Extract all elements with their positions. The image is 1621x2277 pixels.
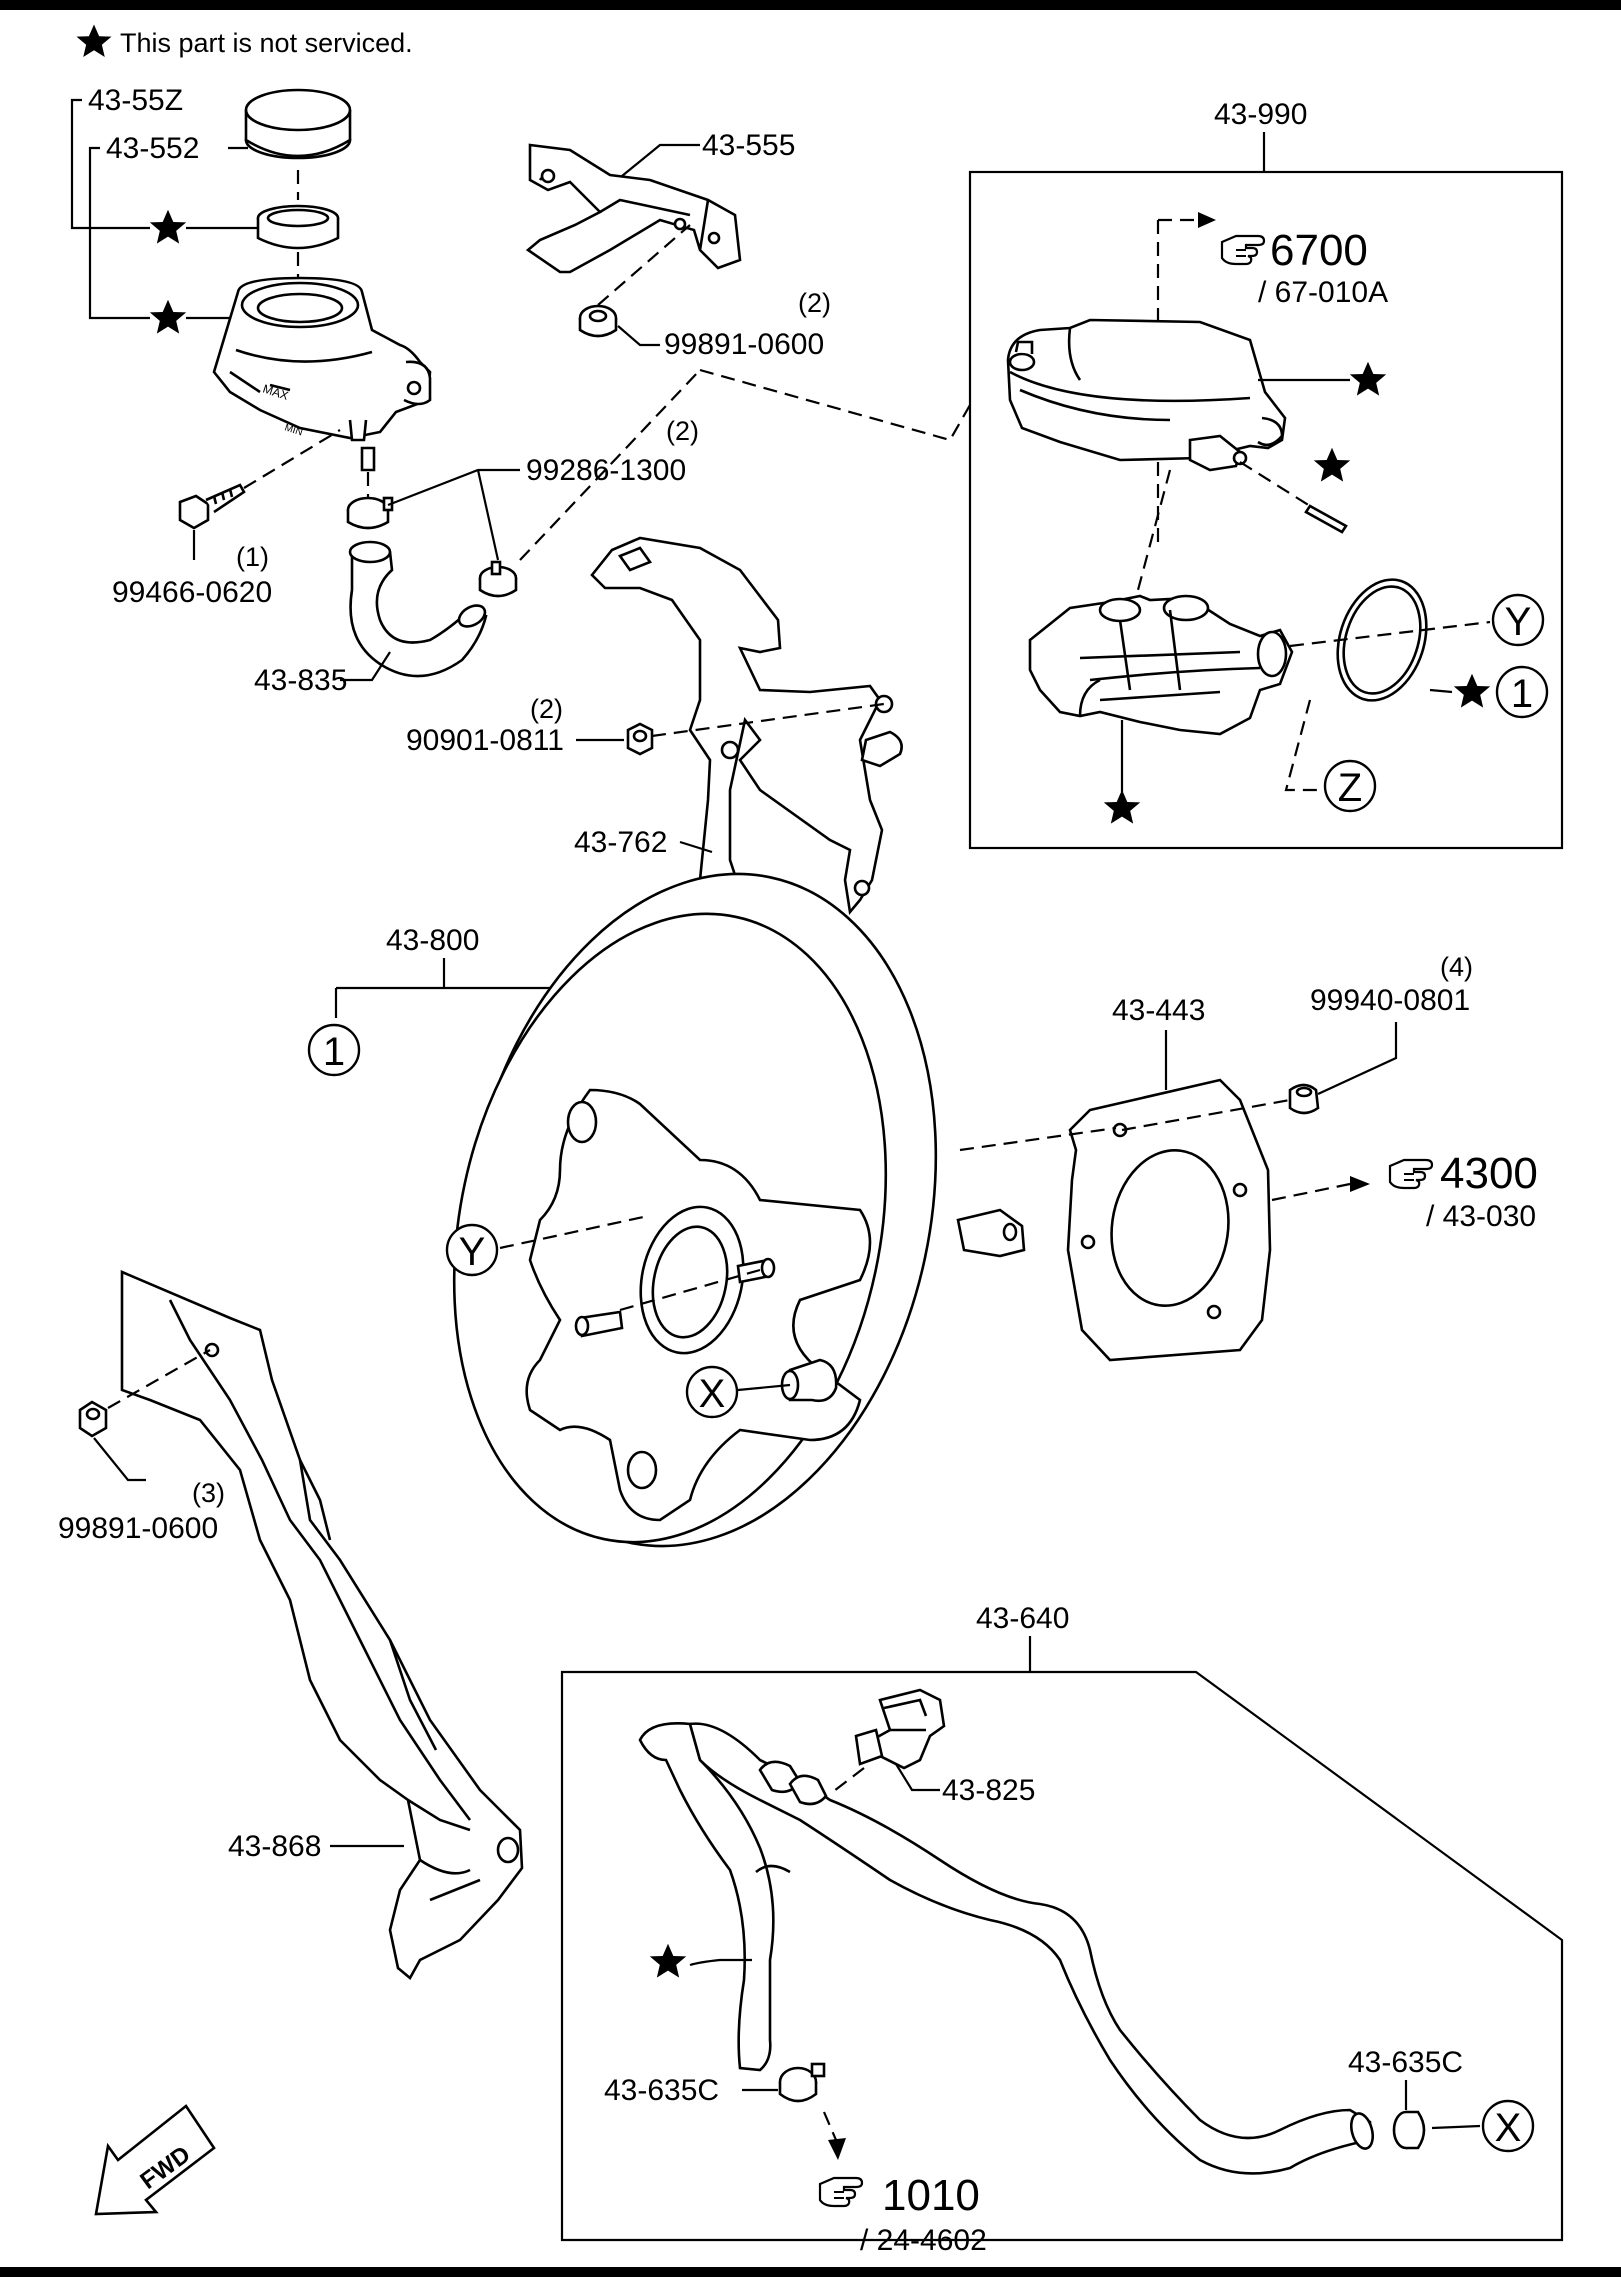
svg-text:X: X (699, 1372, 726, 1416)
circle-Y-left: Y (445, 1223, 499, 1277)
label-43-552: 43-552 (106, 132, 199, 165)
label-43-635C-right: 43-635C (1348, 2046, 1463, 2079)
ref-1010[interactable]: 1010 (882, 2171, 980, 2220)
reservoir-tank[interactable]: MAX MIN (212, 276, 432, 472)
qty-99466-0620: (1) (236, 542, 269, 572)
kit-o-ring[interactable] (1323, 568, 1441, 712)
star-icon (149, 209, 187, 244)
qty-99891-0600-lower: (3) (192, 1478, 225, 1508)
vacuum-hose-43-640[interactable] (638, 1722, 1376, 2175)
bracket-43-762[interactable] (590, 536, 903, 916)
pointing-hand-icon (818, 2176, 864, 2208)
kit-pin[interactable] (1304, 504, 1348, 534)
booster-group: 43-800 1 Z (307, 830, 1026, 1591)
pointing-hand-icon (1388, 1158, 1434, 1190)
ref-1010-sub: / 24-4602 (860, 2224, 987, 2257)
label-43-800: 43-800 (386, 924, 479, 957)
note-text: This part is not serviced. (120, 28, 413, 58)
master-cylinder-kit-43-990: 43-990 6700 / 67-010A (968, 98, 1564, 850)
svg-text:1: 1 (1511, 672, 1533, 716)
clamp-99286-1300-lower[interactable] (478, 560, 518, 598)
kit-box (968, 170, 1564, 850)
svg-text:Y: Y (1505, 600, 1532, 644)
bottom-border (0, 2267, 1621, 2277)
svg-text:Y: Y (459, 1230, 486, 1274)
circle-1-left: 1 (307, 1023, 361, 1077)
qty-99940-0801: (4) (1440, 952, 1473, 982)
star-icon (649, 1943, 687, 1978)
nut-90901-0811[interactable] (626, 722, 654, 756)
ref-6700-sub: / 67-010A (1258, 276, 1388, 309)
qty-90901-0811: (2) (530, 694, 563, 724)
star-icon (1453, 673, 1491, 708)
brake-booster-43-800[interactable] (398, 830, 1026, 1591)
reservoir-bracket[interactable] (525, 143, 742, 274)
hose-43-835[interactable] (348, 540, 489, 678)
vacuum-hose-kit-43-640: 43-640 43-825 43-6 (560, 1602, 1564, 2257)
star-icon (1349, 361, 1387, 396)
reservoir-filter[interactable] (256, 204, 340, 250)
reservoir-group: 43-55Z 43-552 MAX MIN (70, 84, 831, 697)
kit-master-cylinder[interactable] (1028, 594, 1294, 736)
svg-text:MIN: MIN (283, 422, 304, 438)
reservoir-cap[interactable] (244, 88, 352, 160)
label-43-640: 43-640 (976, 1602, 1069, 1635)
clamp-43-635C-right[interactable] (1392, 2110, 1426, 2150)
bolt-99466-0620[interactable] (178, 483, 246, 530)
gasket-43-443[interactable] (1066, 1078, 1272, 1362)
label-43-443: 43-443 (1112, 994, 1205, 1027)
label-43-835: 43-835 (254, 664, 347, 697)
label-43-55Z: 43-55Z (88, 84, 183, 117)
label-43-555: 43-555 (702, 129, 795, 162)
clamp-43-635C-left[interactable] (778, 2062, 826, 2103)
circle-1-right: 1 (1495, 665, 1549, 719)
qty-99891-0600-upper: (2) (798, 288, 831, 318)
not-serviced-note: This part is not serviced. (76, 24, 413, 58)
label-99466-0620: 99466-0620 (112, 576, 272, 609)
nut-99891-0600-lower[interactable] (78, 1400, 108, 1438)
kit-box-lower (560, 1670, 1564, 2242)
label-90901-0811: 90901-0811 (406, 724, 564, 757)
star-icon (1313, 447, 1351, 482)
clamp-99286-1300-upper[interactable] (346, 496, 394, 530)
label-99891-0600-upper: 99891-0600 (664, 328, 824, 361)
label-43-635C-left: 43-635C (604, 2074, 719, 2107)
label-43-762: 43-762 (574, 826, 667, 859)
circle-X-right: X (1481, 2099, 1535, 2153)
label-43-990: 43-990 (1214, 98, 1307, 131)
svg-text:X: X (1495, 2106, 1522, 2150)
ref-4300[interactable]: 4300 (1440, 1149, 1538, 1198)
kit-reservoir[interactable] (1006, 318, 1287, 472)
top-border (0, 0, 1621, 10)
heat-shield-43-868[interactable] (120, 1270, 524, 1981)
fwd-arrow: FWD (94, 2104, 216, 2216)
ref-6700[interactable]: 6700 (1270, 226, 1368, 275)
star-icon (1103, 789, 1141, 824)
ref-4300-sub: / 43-030 (1426, 1200, 1536, 1233)
circle-Z-right: Z (1323, 759, 1377, 813)
clip-43-825[interactable] (854, 1688, 946, 1770)
label-99940-0801: 99940-0801 (1310, 984, 1470, 1017)
qty-99286-1300: (2) (666, 416, 699, 446)
nut-99940-0801[interactable] (1288, 1083, 1320, 1115)
label-43-825: 43-825 (942, 1774, 1035, 1807)
circle-X-mid: X (685, 1365, 739, 1419)
label-99891-0600-lower: 99891-0600 (58, 1512, 218, 1545)
svg-text:Z: Z (1338, 766, 1362, 810)
nut-99891-0600-upper[interactable] (578, 304, 618, 338)
circle-Y-right: Y (1491, 593, 1545, 647)
pointing-hand-icon (1220, 234, 1266, 266)
label-43-868: 43-868 (228, 1830, 321, 1863)
star-icon (149, 299, 187, 334)
svg-text:1: 1 (323, 1030, 345, 1074)
label-99286-1300: 99286-1300 (526, 454, 686, 487)
star-icon (76, 24, 112, 57)
